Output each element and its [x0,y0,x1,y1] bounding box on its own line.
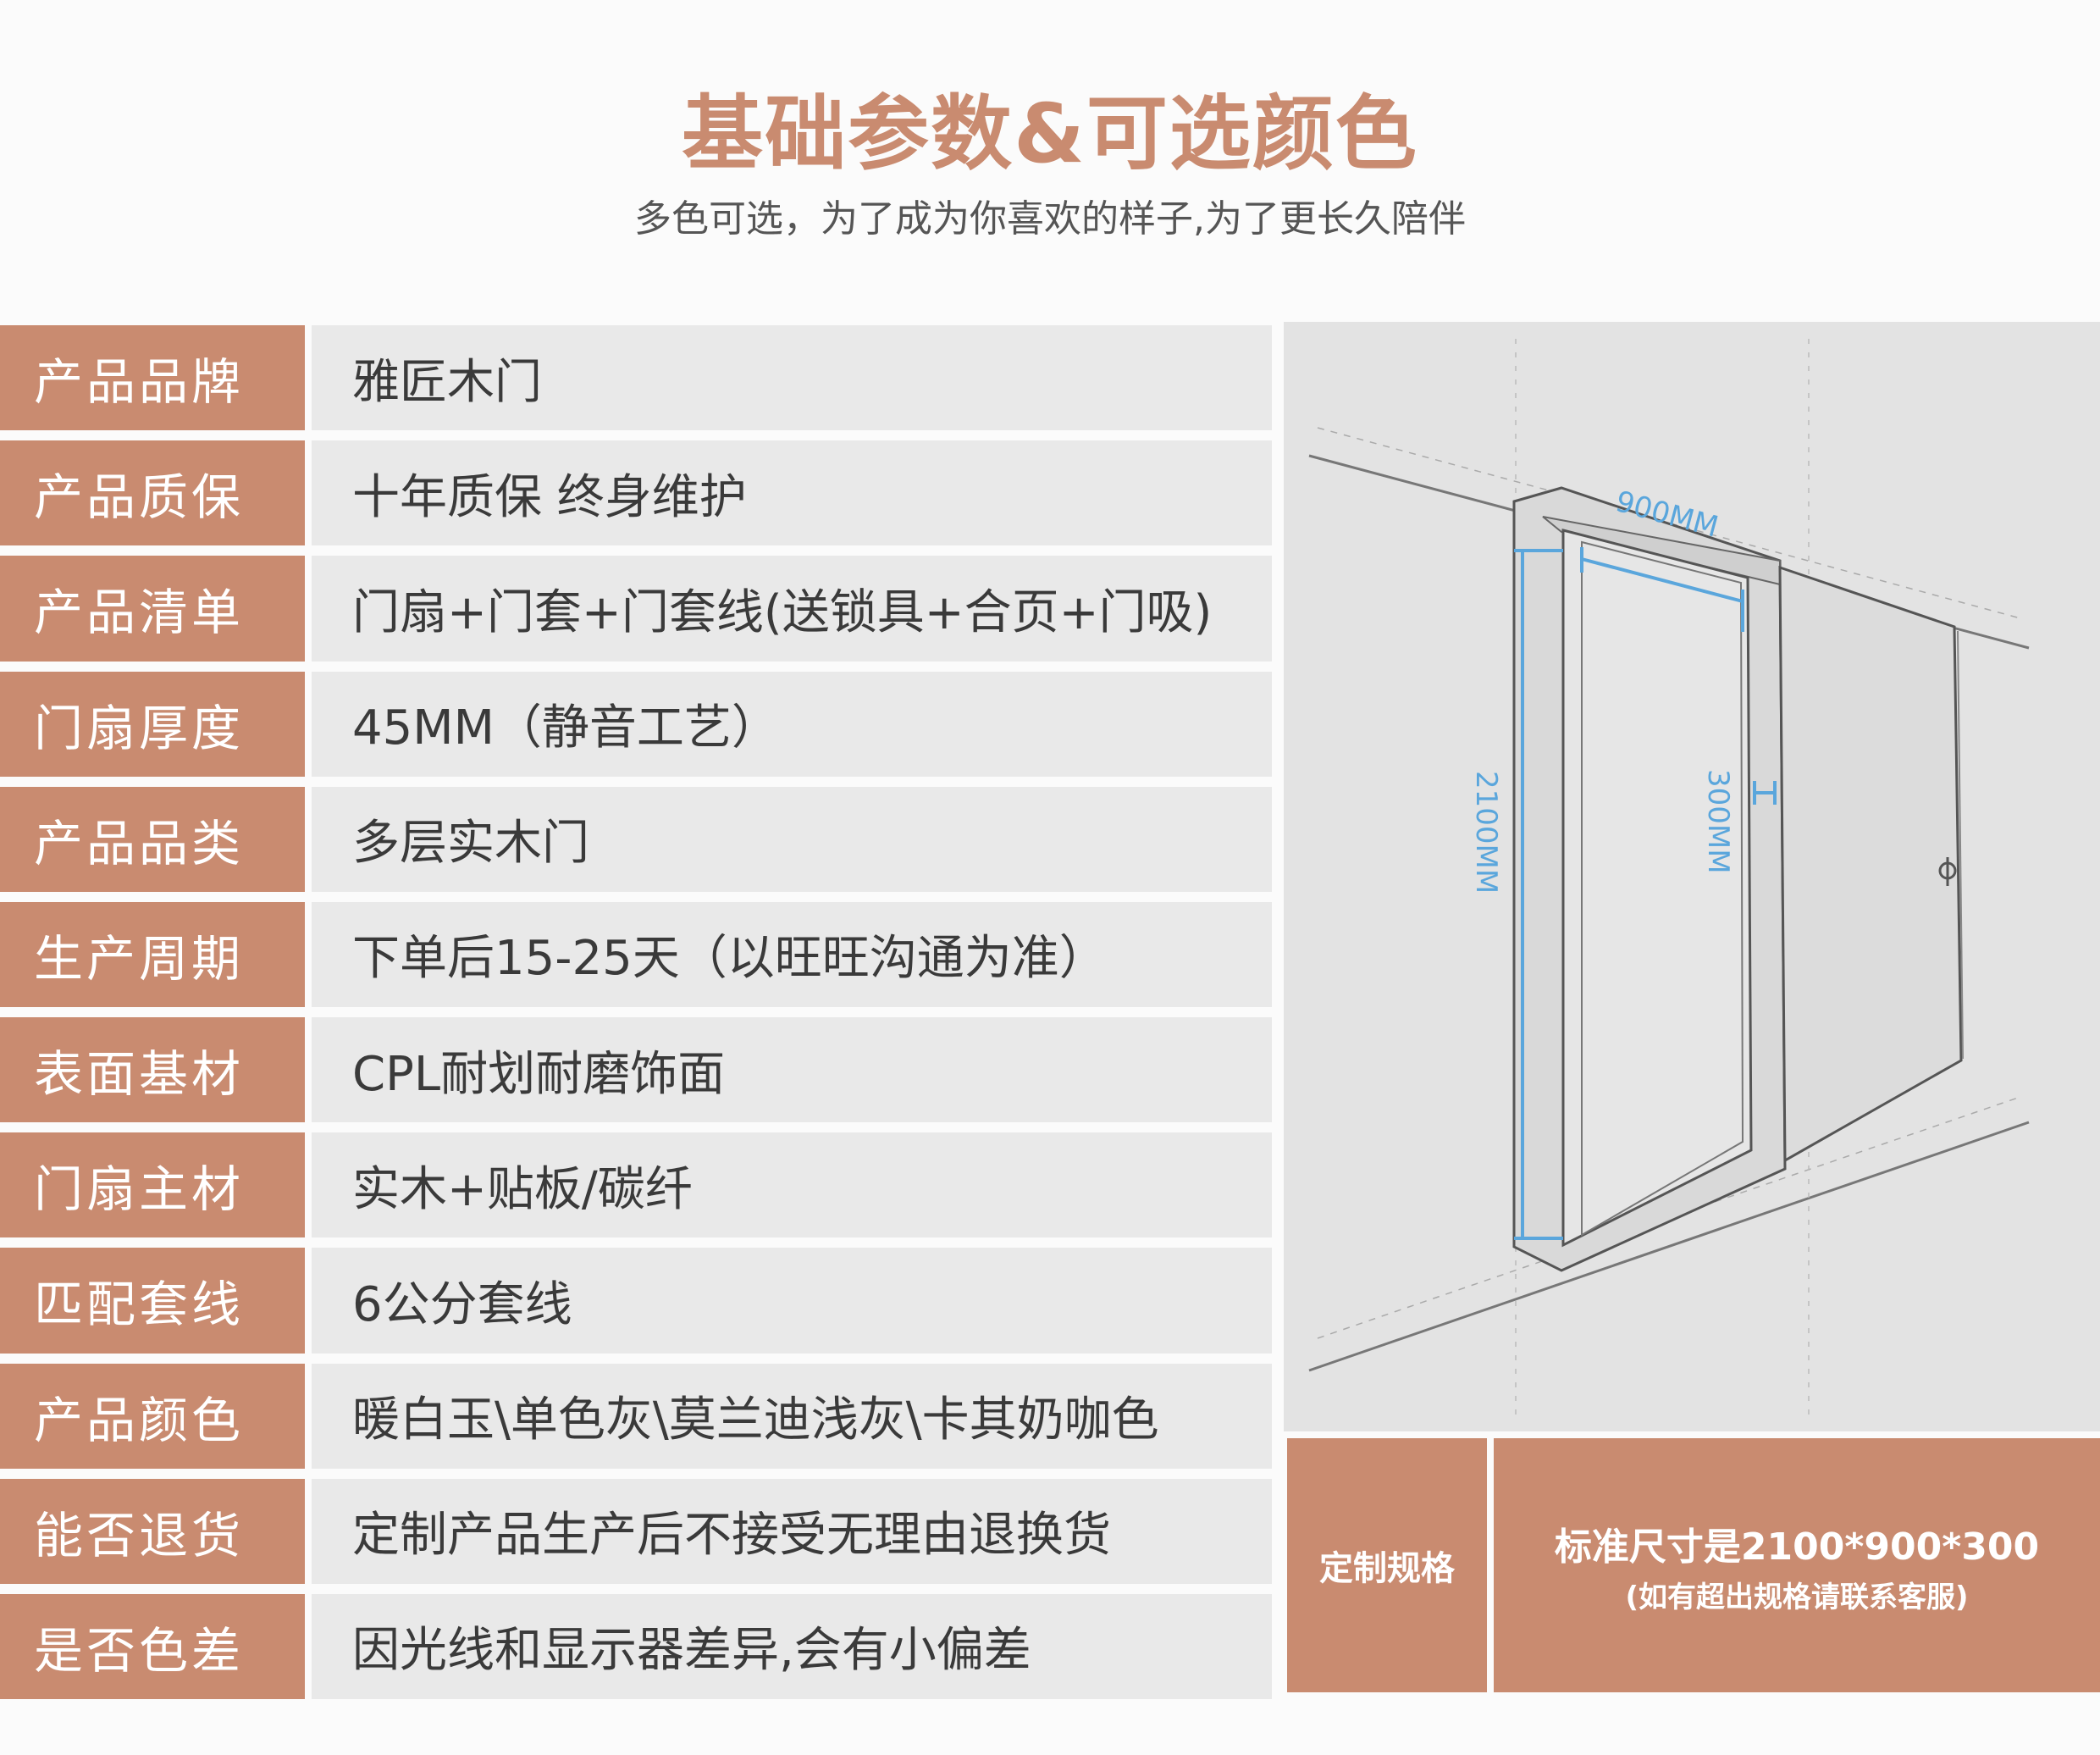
door-diagram: 900MM 2100MM 300MM [1308,339,2030,1415]
spec-label: 产品质保 [0,440,305,546]
spec-row: 产品品类 多层实木门 [0,786,1272,892]
spec-label: 表面基材 [0,1017,305,1123]
spec-value: 定制产品生产后不接受无理由退换货 [312,1478,1272,1584]
spec-label: 是否色差 [0,1593,305,1700]
spec-row: 门扇厚度 45MM（静音工艺） [0,671,1272,777]
spec-row: 表面基材 CPL耐划耐磨饰面 [0,1017,1272,1123]
spec-value: 实木+贴板/碳纤 [312,1132,1272,1238]
page-subtitle: 多色可选，为了成为你喜欢的样子,为了更长久陪伴 [634,197,1466,241]
spec-value: 下单后15-25天（以旺旺沟通为准） [312,901,1272,1008]
custom-spec-box: 定制规格 标准尺寸是2100*900*300 (如有超出规格请联系客服) [1287,1438,2100,1692]
spec-value: 6公分套线 [312,1248,1272,1354]
spec-label: 产品品牌 [0,325,305,431]
spec-value: 门扇+门套+门套线(送锁具+合页+门吸) [312,556,1272,662]
spec-value: 暖白玉\单色灰\莫兰迪浅灰\卡其奶咖色 [312,1363,1272,1469]
spec-value: 十年质保 终身维护 [312,440,1272,546]
spec-row: 产品颜色 暖白玉\单色灰\莫兰迪浅灰\卡其奶咖色 [0,1363,1272,1469]
spec-value: 因光线和显示器差异,会有小偏差 [312,1593,1272,1700]
door-leaf-edge [1957,630,1964,1060]
custom-spec-label: 定制规格 [1287,1438,1487,1692]
spec-value: 多层实木门 [312,786,1272,892]
spec-row: 门扇主材 实木+贴板/碳纤 [0,1132,1272,1238]
wall-bottom-line [1308,1121,2030,1372]
spec-row: 生产周期 下单后15-25天（以旺旺沟通为准） [0,901,1272,1008]
door-diagram-panel: 900MM 2100MM 300MM [1284,322,2100,1431]
door-leaf [1778,565,1963,1163]
spec-label: 产品品类 [0,786,305,892]
custom-spec-size: 标准尺寸是2100*900*300 [1554,1525,2040,1569]
width-dimension-line [1581,557,1744,603]
spec-label: 能否退货 [0,1478,305,1584]
height-dimension-label: 2100MM [1469,771,1503,894]
depth-dimension-label: 300MM [1701,769,1735,874]
spec-value: CPL耐划耐磨饰面 [312,1017,1272,1123]
door-opening [1561,529,1753,1248]
spec-row: 产品质保 十年质保 终身维护 [0,440,1272,546]
spec-table: 产品品牌 雅匠木门 产品质保 十年质保 终身维护 产品清单 门扇+门套+门套线(… [0,325,1272,1700]
spec-label: 门扇主材 [0,1132,305,1238]
spec-row: 是否色差 因光线和显示器差异,会有小偏差 [0,1593,1272,1700]
spec-row: 能否退货 定制产品生产后不接受无理由退换货 [0,1478,1272,1584]
door-inner-frame [1581,540,1744,1237]
custom-spec-note: (如有超出规格请联系客服) [1625,1580,1969,1614]
header: 基础参数&可选颜色 多色可选，为了成为你喜欢的样子,为了更长久陪伴 [0,0,2100,322]
spec-value: 雅匠木门 [312,325,1272,431]
custom-spec-content: 标准尺寸是2100*900*300 (如有超出规格请联系客服) [1494,1438,2100,1692]
spec-label: 匹配套线 [0,1248,305,1354]
spec-row: 产品品牌 雅匠木门 [0,325,1272,431]
spec-label: 产品颜色 [0,1363,305,1469]
spec-row: 产品清单 门扇+门套+门套线(送锁具+合页+门吸) [0,556,1272,662]
spec-label: 门扇厚度 [0,671,305,777]
spec-row: 匹配套线 6公分套线 [0,1248,1272,1354]
spec-label: 产品清单 [0,556,305,662]
spec-label: 生产周期 [0,901,305,1008]
spec-value: 45MM（静音工艺） [312,671,1272,777]
page-title: 基础参数&可选颜色 [682,86,1418,181]
